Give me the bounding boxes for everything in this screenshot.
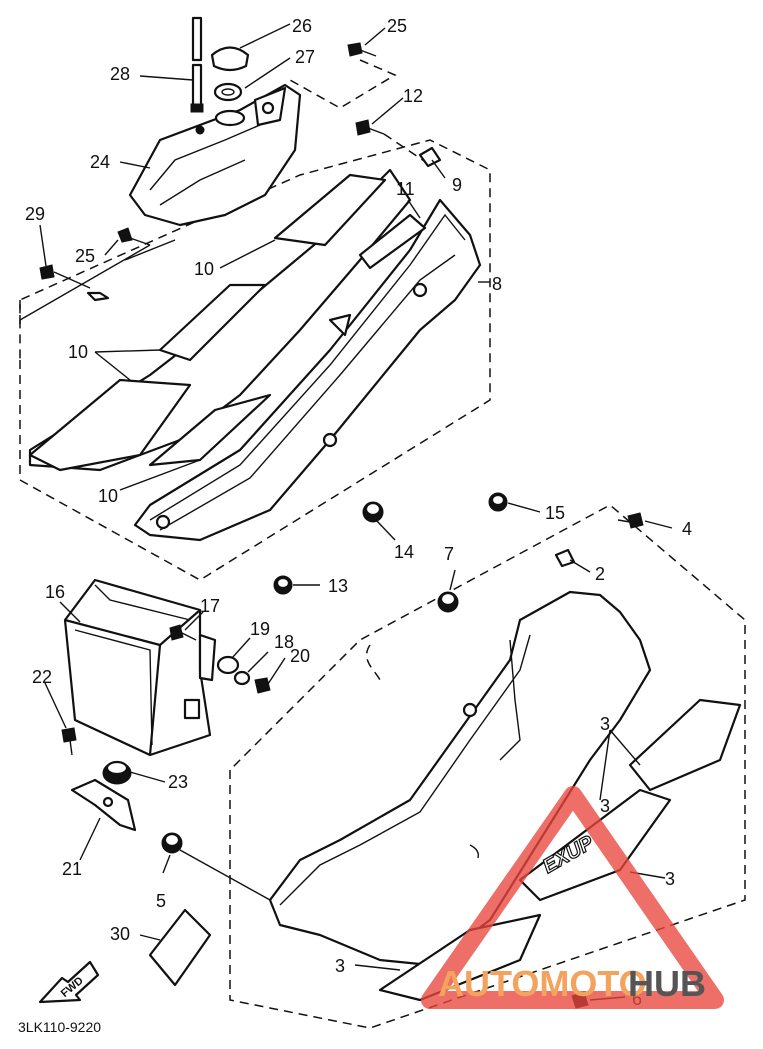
- label-14: 14: [394, 542, 414, 562]
- bolt-22-part: [61, 727, 77, 756]
- label-28: 28: [110, 64, 130, 84]
- grommet-23-part: [102, 760, 132, 785]
- small-parts-18-19-20: [216, 655, 271, 694]
- label-26: 26: [292, 16, 312, 36]
- pin-28-part: [190, 16, 204, 113]
- label-4: 4: [682, 519, 692, 539]
- label-15: 15: [545, 503, 565, 523]
- diagram-code: 3LK110-9220: [18, 1019, 101, 1035]
- label-5: 5: [156, 891, 166, 911]
- decal-11-part: [358, 213, 427, 270]
- grommet-27-part: [213, 82, 243, 102]
- bolt-4-part: [617, 512, 644, 529]
- label-30: 30: [110, 924, 130, 944]
- label-10-a: 10: [194, 259, 214, 279]
- label-18: 18: [274, 632, 294, 652]
- grommet-7-part: [437, 591, 459, 613]
- label-2: 2: [595, 564, 605, 584]
- bracket-21-part: [70, 778, 137, 832]
- watermark-text-secondary: HUB: [628, 963, 706, 1004]
- decal-10-pieces: [28, 173, 387, 472]
- bolt-29-part: [39, 264, 110, 302]
- cap-part: [210, 46, 250, 72]
- grommet-5-part: [161, 832, 183, 854]
- clip-9-part: [418, 146, 442, 168]
- label-7: 7: [444, 544, 454, 564]
- label-12: 12: [403, 86, 423, 106]
- tank-cover-part: [128, 83, 302, 227]
- label-3-d: 3: [600, 796, 610, 816]
- label-23: 23: [168, 772, 188, 792]
- label-11: 11: [396, 179, 415, 199]
- label-24: 24: [90, 152, 110, 172]
- label-17: 17: [200, 596, 220, 616]
- forward-arrow-icon: FWD: [38, 960, 100, 1004]
- label-19: 19: [250, 619, 270, 639]
- label-22: 22: [32, 667, 52, 687]
- lower-cover-part: [268, 590, 652, 967]
- grommet-13-part: [273, 575, 293, 595]
- grommet-15-part: [488, 492, 508, 512]
- upper-dashed-boundary: [19, 139, 491, 581]
- label-20: 20: [290, 646, 310, 666]
- label-3-c: 3: [335, 956, 345, 976]
- battery-box-part: [63, 578, 217, 757]
- bolt-17-part: [169, 624, 197, 641]
- label-9: 9: [452, 175, 462, 195]
- watermark-text-primary: AUTOMOTO: [438, 963, 647, 1004]
- bolt-25-left-part: [19, 227, 176, 321]
- label-3-a: 3: [600, 714, 610, 734]
- label-25-left: 25: [75, 246, 95, 266]
- side-rail-part: [133, 198, 482, 542]
- grommet-14-part: [362, 501, 384, 523]
- label-10-c: 10: [98, 486, 118, 506]
- label-21: 21: [62, 859, 82, 879]
- label-16: 16: [45, 582, 65, 602]
- clip-2-part: [554, 548, 576, 568]
- watermark-logo: AUTOMOTO HUB: [421, 786, 724, 1009]
- leader-lines: [39, 23, 673, 1001]
- label-10-b: 10: [68, 342, 88, 362]
- label-8: 8: [492, 274, 502, 294]
- bolt-25-top-part: [289, 42, 397, 109]
- label-3-b: 3: [665, 869, 675, 889]
- lower-dashed-boundary: [229, 504, 746, 1029]
- label-29: 29: [25, 204, 45, 224]
- label-25-top: 25: [387, 16, 407, 36]
- label-13: 13: [328, 576, 348, 596]
- label-27: 27: [295, 47, 315, 67]
- decal-30-part: [148, 908, 212, 987]
